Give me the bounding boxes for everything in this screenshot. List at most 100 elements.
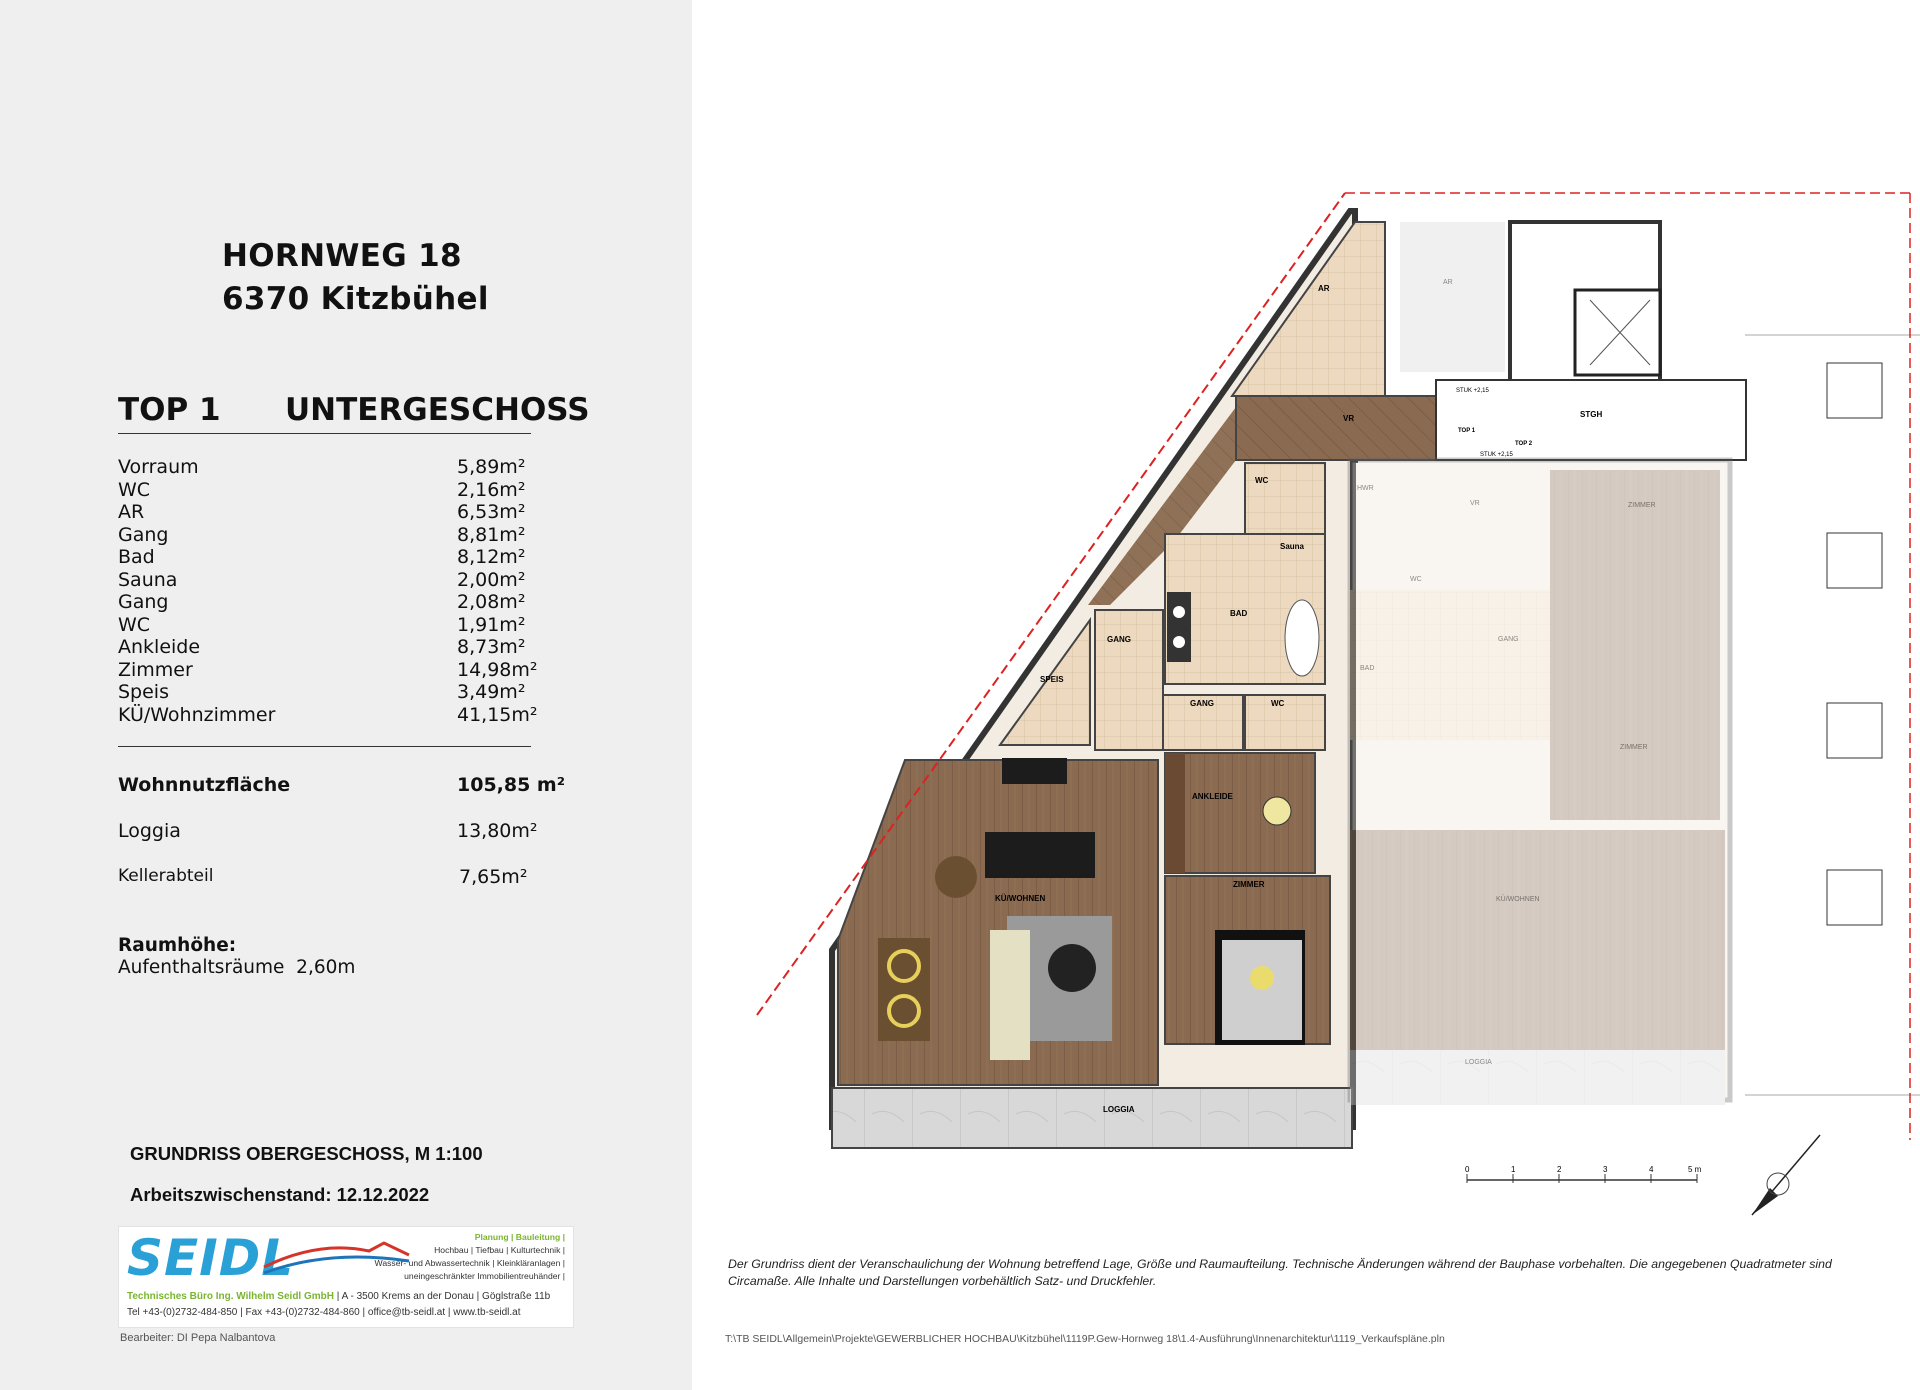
list-divider	[118, 746, 531, 747]
planter	[1826, 362, 1883, 419]
header-divider	[118, 433, 531, 434]
label-bad: BAD	[1230, 609, 1248, 618]
gang2-room	[1162, 694, 1244, 751]
label-vr: VR	[1343, 414, 1354, 423]
label-top2-loggia: LOGGIA	[1465, 1059, 1492, 1066]
roof-swoosh-icon	[263, 1241, 410, 1275]
label-top2-zimmer-2: ZIMMER	[1620, 744, 1648, 751]
scale-label: 3	[1603, 1165, 1608, 1174]
label-kue-wohnen: KÜ/WOHNEN	[995, 894, 1045, 903]
room-name: Gang	[118, 591, 169, 613]
logo-services-3: Wasser- und Abwassertechnik | Kleinklära…	[374, 1258, 565, 1268]
room-name: Ankleide	[118, 636, 201, 658]
top2-ar	[1400, 222, 1505, 372]
label-top2-kue-wohnen: KÜ/WOHNEN	[1496, 895, 1540, 903]
bar-table	[935, 856, 977, 898]
room-area: 5,89m²	[457, 456, 526, 478]
wc1-room	[1244, 462, 1326, 535]
ankleide-room	[1164, 752, 1316, 874]
room-area: 3,49m²	[457, 681, 526, 703]
room-name: WC	[118, 479, 151, 501]
disclaimer-text: Der Grundriss dient der Veranschaulichun…	[728, 1257, 1832, 1288]
keller-label: Kellerabteil	[118, 866, 214, 886]
unit-label: TOP 1	[118, 392, 221, 428]
label-speis: SPEIS	[1040, 675, 1064, 684]
kitchen-island	[985, 832, 1095, 878]
kitchen-counter	[1002, 758, 1067, 784]
room-name: AR	[118, 501, 145, 523]
label-top2-wc: WC	[1410, 576, 1422, 583]
scale-label: 1	[1511, 1165, 1516, 1174]
wohnnutz-value: 105,85 m²	[457, 774, 566, 796]
elevator-cross-icon	[1589, 299, 1651, 366]
top2-ghost	[1347, 222, 1733, 1105]
scale-label: 4	[1649, 1165, 1654, 1174]
logo-services-2: Hochbau | Tiefbau | Kulturtechnik |	[434, 1245, 565, 1255]
coffee-table	[1048, 944, 1096, 992]
label-wc2: WC	[1271, 699, 1285, 708]
sink	[1173, 606, 1185, 618]
label-zimmer: ZIMMER	[1233, 880, 1265, 889]
label-stgh: STGH	[1580, 410, 1602, 419]
room-row: Ankleide 8,73m²	[118, 636, 538, 658]
label-top2-hwr: HWR	[1357, 485, 1374, 492]
top2-wood	[1550, 470, 1720, 820]
north-arrow-icon	[1751, 1134, 1821, 1216]
room-area: 2,08m²	[457, 591, 526, 613]
stgh-landing	[1435, 379, 1747, 461]
label-top2-vr: VR	[1470, 500, 1480, 507]
scale-label: 2	[1557, 1165, 1562, 1174]
label-sauna: Sauna	[1280, 542, 1305, 551]
room-area: 8,81m²	[457, 524, 526, 546]
room-row: AR 6,53m²	[118, 501, 538, 523]
wardrobe	[1165, 753, 1185, 873]
label-ar: AR	[1318, 284, 1330, 293]
label-top2-zimmer-1: ZIMMER	[1628, 502, 1656, 509]
keller-value: 7,65m²	[459, 866, 528, 888]
info-panel	[0, 0, 692, 1390]
label-gang1: GANG	[1107, 635, 1131, 644]
room-area: 1,91m²	[457, 614, 526, 636]
label-ankleide: ANKLEIDE	[1192, 792, 1234, 801]
sofa	[990, 930, 1030, 1060]
keller-row: Kellerabteil 7,65m²	[118, 866, 578, 890]
height-label: Raumhöhe:	[118, 935, 237, 956]
planter	[1826, 869, 1883, 926]
label-top2: TOP 2	[1515, 441, 1533, 447]
label-stuk-1: STUK +2,15	[1456, 388, 1490, 394]
file-path: T:\TB SEIDL\Allgemein\Projekte\GEWERBLIC…	[725, 1333, 1445, 1345]
loggia-label: Loggia	[118, 820, 181, 842]
room-name: Zimmer	[118, 659, 193, 681]
editor-credit: Bearbeiter: DI Pepa Nalbantova	[120, 1332, 276, 1344]
room-area: 6,53m²	[457, 501, 526, 523]
height-value: Aufenthaltsräume 2,60m	[118, 957, 356, 978]
logo-brand: SEIDL	[127, 1229, 295, 1287]
label-wc1: WC	[1255, 476, 1269, 485]
scale-label: 5 m	[1688, 1165, 1702, 1174]
label-top1: TOP 1	[1458, 428, 1476, 434]
room-area: 2,16m²	[457, 479, 526, 501]
room-name: Sauna	[118, 569, 178, 591]
address-street: HORNWEG 18	[222, 238, 462, 274]
room-row: WC 2,16m²	[118, 479, 538, 501]
room-area: 8,73m²	[457, 636, 526, 658]
sink	[1173, 636, 1185, 648]
logo-contact: Tel +43-(0)2732-484-850 | Fax +43-(0)273…	[127, 1307, 521, 1318]
scale-label: 0	[1465, 1165, 1470, 1174]
room-name: Speis	[118, 681, 169, 703]
logo-company: Technisches Büro Ing. Wilhelm Seidl GmbH	[127, 1291, 334, 1302]
floor-label: UNTERGESCHOSS	[285, 392, 590, 428]
bed-lamp	[1250, 966, 1274, 990]
room-row: Speis 3,49m²	[118, 681, 538, 703]
top2-bath	[1350, 590, 1550, 740]
wohnnutz-label: Wohnnutzfläche	[118, 774, 291, 796]
logo-address: | A - 3500 Krems an der Donau | Göglstra…	[336, 1291, 551, 1302]
status-date: Arbeitszwischenstand: 12.12.2022	[130, 1184, 430, 1205]
dining-table	[878, 938, 930, 1041]
plan-title: GRUNDRISS OBERGESCHOSS, M 1:100	[130, 1143, 483, 1164]
room-area: 2,00m²	[457, 569, 526, 591]
